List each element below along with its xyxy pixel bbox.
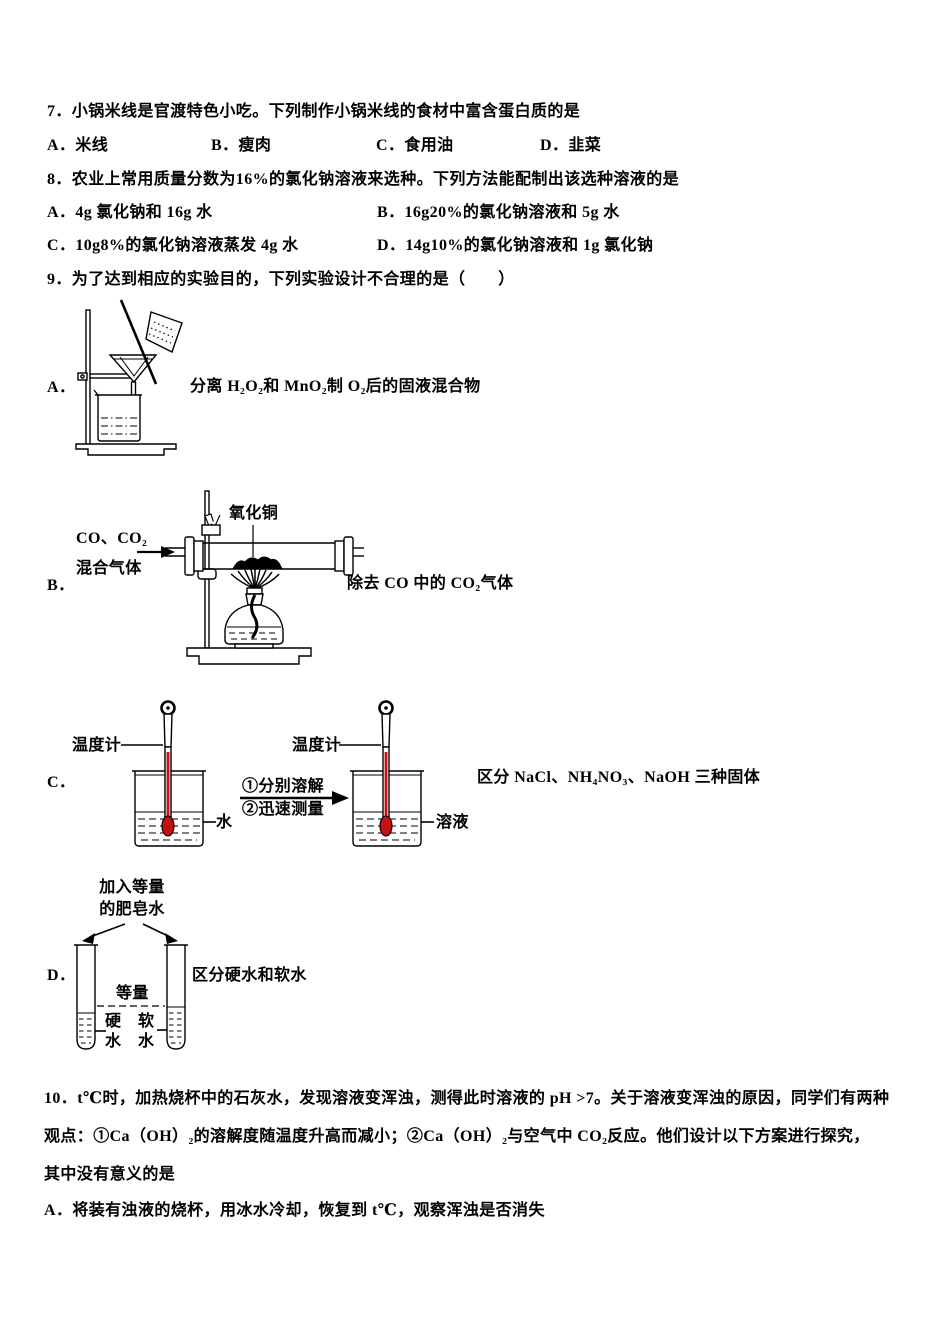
q9c-step1: ①分别溶解 [242,778,325,795]
q8-option-c: C．10g8%的氯化钠溶液蒸发 4g 水 [47,237,299,254]
q9b-desc: 除去 CO 中的 CO₂气体 [347,575,514,592]
q9b-gas-label: CO、CO₂ 混合气体 [76,530,148,577]
test-tubes-figure [74,923,188,1050]
q9a-label: A． [47,379,76,396]
q9c-desc: 区分 NaCl、NH₄NO₃、NaOH 三种固体 [477,769,761,786]
q9c-solution-label: 溶液 [436,814,469,831]
q7-option-b: B．瘦肉 [211,137,272,154]
q9b-tube-label: 氧化铜 [229,505,279,522]
q9c-label: C． [47,774,76,791]
q9c-thermometer-label-right: 温度计 [292,737,342,754]
q7-option-d: D．韭菜 [540,137,602,154]
heated-tube-apparatus-figure [137,490,364,665]
q9c-step2: ②迅速测量 [242,801,325,818]
q7-option-c: C．食用油 [376,137,454,154]
q9c-water-label: 水 [216,814,233,831]
q7-option-a: A．米线 [47,137,109,154]
q9d-label: D． [47,967,76,984]
q10-stem: 10．t℃时，加热烧杯中的石灰水，发现溶液变浑浊，测得此时溶液的 pH >7。关… [44,1090,890,1183]
q9d-equal-label: 等量 [116,985,149,1002]
q8-option-b: B．16g20%的氯化钠溶液和 5g 水 [377,204,620,221]
q7-stem: 7．小锅米线是官渡特色小吃。下列制作小锅米线的食材中富含蛋白质的是 [47,103,581,120]
filtration-apparatus-figure [75,299,183,456]
q9d-desc: 区分硬水和软水 [192,967,307,984]
q8-stem: 8．农业上常用质量分数为16%的氯化钠溶液来选种。下列方法能配制出该选种溶液的是 [47,171,680,188]
q9d-soap-label: 加入等量 的肥皂水 [99,879,165,918]
q10-option-a: A．将装有浊液的烧杯，用冰水冷却，恢复到 t℃，观察浑浊是否消失 [44,1202,545,1219]
q9a-desc: 分离 H₂O₂和 MnO₂制 O₂后的固液混合物 [190,378,481,395]
q9b-label: B． [47,577,75,594]
thermometer-beakers-figure [121,700,434,847]
q8-option-d: D．14g10%的氯化钠溶液和 1g 氯化钠 [377,237,654,254]
q9c-thermometer-label-left: 温度计 [72,737,122,754]
q9d-hard-label: 硬 水 [105,1013,122,1050]
q9-stem: 9．为了达到相应的实验目的，下列实验设计不合理的是（ ） [47,271,515,288]
q9d-soft-label: 软 水 [138,1013,155,1050]
q8-option-a: A．4g 氯化钠和 16g 水 [47,204,213,221]
